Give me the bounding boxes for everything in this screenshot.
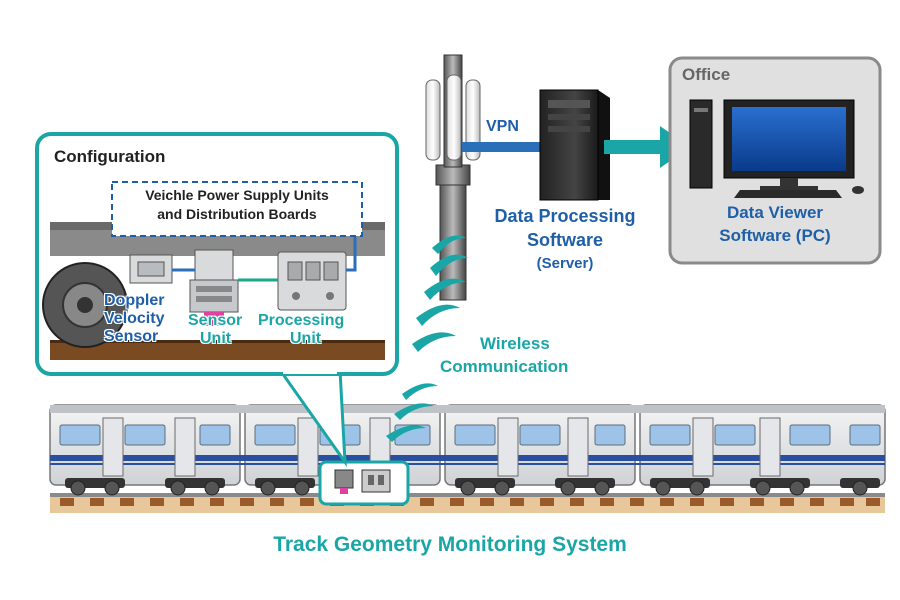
equipment-highlight xyxy=(318,460,410,506)
sensor-unit-label-line1: Sensor xyxy=(188,312,243,329)
wireless-label-line1: Wireless xyxy=(480,334,550,353)
sensor-unit-label-line2: Unit xyxy=(200,330,232,347)
configuration-heading: Configuration xyxy=(54,147,166,166)
train xyxy=(49,404,886,496)
wireless-label-line2: Communication xyxy=(440,357,569,376)
configuration-callout xyxy=(35,132,399,376)
viewer-label-line1: Data Viewer xyxy=(726,203,824,222)
server-label-line1: Data Processing xyxy=(494,206,636,226)
power-supply-label-line1: Veichle Power Supply Units xyxy=(145,187,329,203)
power-supply-label-line2: and Distribution Boards xyxy=(157,206,317,222)
processing-unit-label-line1: Processing xyxy=(258,312,345,329)
vpn-label: VPN xyxy=(486,118,519,135)
office-box xyxy=(668,56,882,265)
doppler-label-line1: Doppler xyxy=(104,292,165,309)
processing-unit-label-line2: Unit xyxy=(290,330,322,347)
antenna-tower xyxy=(425,54,481,301)
server-label-line3: (Server) xyxy=(536,255,594,272)
railway-track xyxy=(50,493,885,513)
page-title: Track Geometry Monitoring System xyxy=(273,533,627,556)
server-label-line2: Software xyxy=(526,230,604,250)
viewer-label-line2: Software (PC) xyxy=(719,226,831,245)
wireless-waves xyxy=(386,235,468,442)
doppler-label-line2: Velocity xyxy=(104,310,165,327)
server xyxy=(539,89,610,201)
doppler-label-line3: Sensor xyxy=(104,328,159,345)
vpn-link xyxy=(462,142,540,152)
office-heading: Office xyxy=(682,65,731,84)
